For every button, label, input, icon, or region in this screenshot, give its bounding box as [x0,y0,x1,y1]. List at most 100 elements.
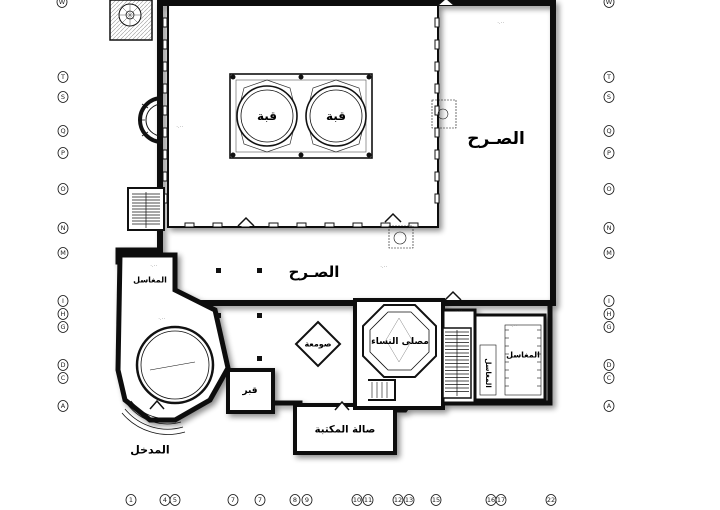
ablutions-right-label: المغاسل [506,351,540,360]
ablution-stalls [479,324,542,396]
stair-left [127,187,165,231]
room-labels: قبة قبة الصـرح الصـرح المغاسل المغاسل ال… [130,109,540,457]
grid-bubble-label: W [59,0,66,6]
dome-2-label: قبة [326,109,346,123]
level-mark: ٠.٠٠ [150,263,158,268]
grid-bubble: I [57,295,69,307]
grid-bubble-label: G [60,323,65,331]
grid-bubble: T [57,71,69,83]
grid-bubble-label: H [607,310,612,318]
grid-bubble: G [57,321,69,333]
grid-bubble: 8 [289,494,301,506]
grid-bubble-label: A [61,402,66,410]
grid-bubble: 10 [351,494,363,506]
markers [388,99,457,249]
grid-axis-top-left: W [56,0,68,8]
grid-bubble-label: 10 [353,496,361,504]
grid-bubble-label: T [606,73,611,81]
grid-bubble: A [603,400,615,412]
grid-bubble: D [57,359,69,371]
level-mark: ٠.٠٠ [176,124,184,129]
entrance-label: المدخل [130,444,169,457]
grid-bubble-label: N [61,224,66,232]
grid-bubble-label: W [606,0,613,6]
grid-bubble: S [603,91,615,103]
grid-bubble-label: C [607,374,612,382]
grid-bubble-label: 7 [258,496,262,504]
grid-bubble: Q [57,125,69,137]
level-mark: ٠.٠٠ [158,316,166,321]
dome-left [236,79,298,153]
grid-bubble-label: O [606,185,611,193]
grid-bubble-label: Q [60,127,65,135]
level-mark: ٠.٠٠ [497,20,505,25]
grid-bubble-label: S [61,93,65,101]
grid-bubble: C [57,372,69,384]
grid-bubble-label: 1 [129,496,133,504]
level-mark: ٠.٠٠ [380,264,388,269]
grid-bubble-label: M [60,249,66,257]
grid-bubble: 1 [125,494,137,506]
grid-bubble-label: 11 [364,496,372,504]
entrance-steps [121,400,186,435]
grid-bubble-label: D [60,361,65,369]
ablution-circle [135,325,215,405]
grid-bubble: 17 [495,494,507,506]
grid-bubble-label: M [606,249,612,257]
level-mark: ٠.٠٠ [455,308,463,313]
minaret-shape [294,320,342,368]
grid-bubble: W [603,0,615,8]
grid-bubble: Q [603,125,615,137]
twin-domes-block [229,73,373,159]
grid-bubble: 7 [227,494,239,506]
grid-bubble-label: D [606,361,611,369]
grid-bubble-label: 8 [293,496,297,504]
grid-bubble-label: 13 [405,496,413,504]
grid-bubble-label: I [608,297,610,305]
grid-bubble-label: 9 [305,496,309,504]
stair-curved [368,379,396,401]
grid-bubble: P [603,147,615,159]
dome-right [305,79,367,153]
grid-bubble-label: C [61,374,66,382]
grid-bubble: 7 [254,494,266,506]
grid-bubble: N [57,222,69,234]
grid-bubble-label: P [61,149,65,157]
courtyard-lower-label: الصـرح [289,263,340,281]
grid-bubble-label: T [60,73,65,81]
grid-bubble-label: 4 [163,496,167,504]
grid-bubble-label: 17 [497,496,505,504]
courtyard-columns [216,268,262,361]
grid-bubble: I [603,295,615,307]
grid-bubble: 22 [545,494,557,506]
grid-axis-left: T S Q P O N M IHG DC A [57,71,69,412]
grid-bubble-label: 22 [547,496,555,504]
grid-bubble-label: Q [606,127,611,135]
grid-bubble-label: 15 [432,496,440,504]
grid-bubble: O [57,183,69,195]
grid-bubble-label: P [607,149,611,157]
grid-bubble: 4 [159,494,171,506]
grid-bubble: P [57,147,69,159]
grid-bubble-label: I [62,297,64,305]
grid-bubble-label: H [61,310,66,318]
grid-bubble-label: 7 [231,496,235,504]
grid-bubble: 9 [301,494,313,506]
grave-label: قبر [241,386,257,396]
grid-bubble: M [57,247,69,259]
women-prayer-label: مصلى النساء [371,337,429,347]
courtyard-upper-label: الصـرح [467,129,525,149]
ablutions-left-label: المغاسل [133,276,167,285]
grid-bubble: H [57,308,69,320]
grid-bubble: 11 [362,494,374,506]
grid-bubble: N [603,222,615,234]
grid-bubble: C [603,372,615,384]
grid-bubble: 15 [430,494,442,506]
grid-bubble: D [603,359,615,371]
women-prayer-octagon [362,304,437,378]
ablutions-right-inner-label: المغاسل [484,358,492,387]
grid-bubble: A [57,400,69,412]
grid-bubble: 16 [485,494,497,506]
